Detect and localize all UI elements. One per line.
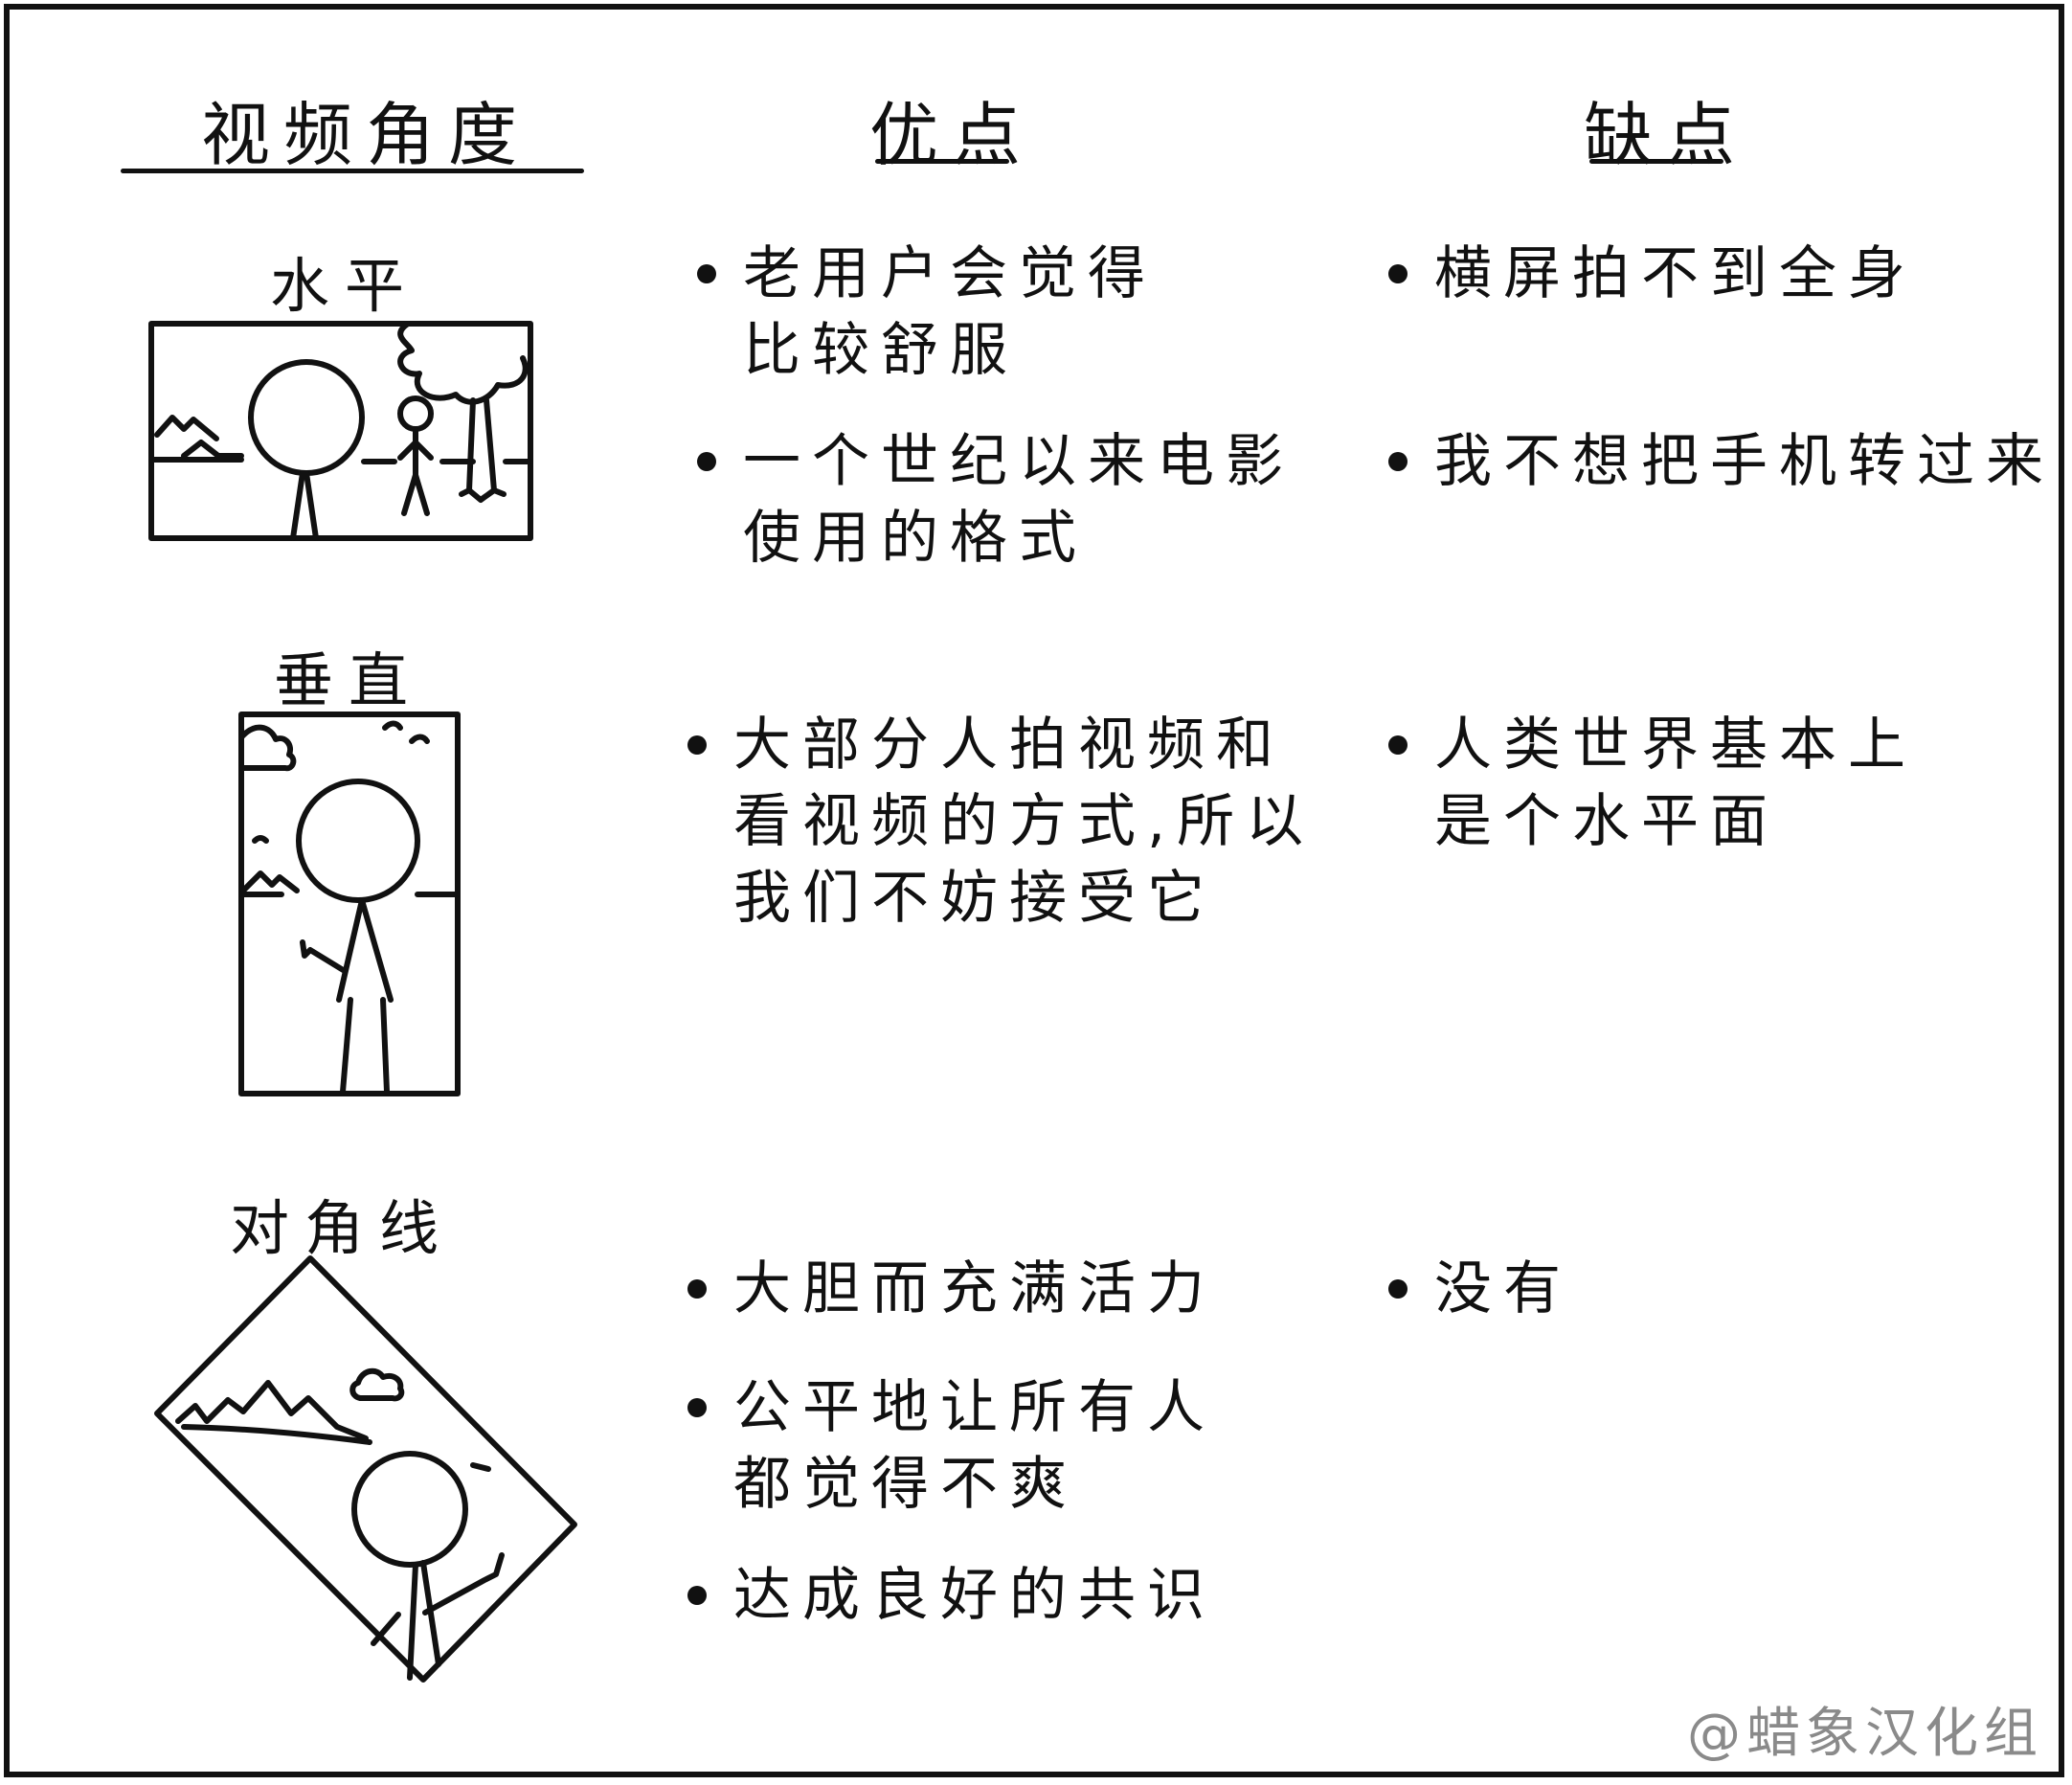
header-pros: 优点 <box>869 95 1035 175</box>
diagonal-frame-illustration <box>154 1255 577 1683</box>
pros-horizontal-1: 老用户会觉得 比较舒服 <box>697 236 1145 384</box>
header-cons: 缺点 <box>1584 95 1749 175</box>
header-underline-cons <box>1589 159 1723 164</box>
pros-vertical-1: 大部分人拍视频和 看视频的方式,所以 我们不妨接受它 <box>687 707 1303 932</box>
cons-vertical-1: 人类世界基本上 是个水平面 <box>1388 707 1905 855</box>
header-underline-angle <box>121 169 584 173</box>
pros-diagonal-3: 达成良好的共识 <box>687 1557 1205 1629</box>
bullet-dot <box>1388 264 1408 283</box>
bullet-dot <box>687 1279 707 1299</box>
horizontal-frame-illustration <box>148 321 533 541</box>
bullet-dot <box>687 735 707 755</box>
vertical-frame-illustration <box>238 712 461 1096</box>
comic-frame <box>4 4 2064 1777</box>
header-video-angle: 视频角度 <box>201 95 531 175</box>
pros-diagonal-1: 大胆而充满活力 <box>687 1251 1205 1322</box>
label-horizontal: 水平 <box>270 251 420 321</box>
bullet-dot <box>687 1586 707 1605</box>
bullet-dot <box>1388 735 1408 755</box>
pros-horizontal-2: 一个世纪以来电影 使用的格式 <box>697 423 1283 572</box>
watermark: @蜡象汉化组 <box>1687 1703 2043 1765</box>
pros-diagonal-2: 公平地让所有人 都觉得不爽 <box>687 1369 1205 1518</box>
cons-diagonal-1: 没有 <box>1388 1251 1561 1322</box>
bullet-dot <box>1388 1279 1408 1299</box>
bullet-dot <box>697 264 716 283</box>
header-underline-pros <box>875 159 1009 164</box>
cons-horizontal-1: 横屏拍不到全身 <box>1388 236 1905 307</box>
label-vertical: 垂直 <box>274 645 424 715</box>
cons-horizontal-2: 我不想把手机转过来 <box>1388 423 2043 495</box>
bullet-dot <box>687 1398 707 1417</box>
bullet-dot <box>1388 452 1408 471</box>
bullet-dot <box>697 452 716 471</box>
label-diagonal: 对角线 <box>230 1193 455 1263</box>
